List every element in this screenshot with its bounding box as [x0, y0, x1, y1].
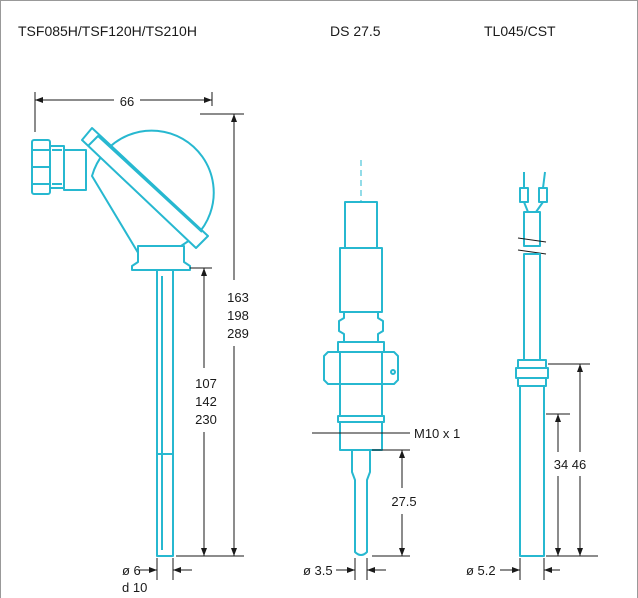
left-stem-length-1: 107	[195, 376, 217, 391]
right-sensor-lower-body	[519, 385, 545, 557]
left-total-length-1: 163	[227, 290, 249, 305]
middle-sensor-upper-body	[339, 247, 383, 313]
header-right-model: TL045/CST	[484, 23, 556, 39]
middle-sensor-thread	[339, 383, 383, 417]
left-sensor-stem	[156, 269, 174, 557]
left-stem-length-3: 230	[195, 412, 217, 427]
middle-sensor-drawing	[312, 160, 410, 580]
right-diameter-label: ø 5.2	[466, 563, 496, 578]
left-stem-diameter: ø 6	[122, 563, 141, 578]
right-sensor-drawing	[500, 171, 598, 580]
left-stem-d-label: d 10	[122, 580, 147, 595]
left-sensor-neck	[131, 245, 191, 271]
middle-sensor-tip	[351, 449, 371, 556]
left-sensor-cover-plate	[81, 127, 209, 249]
middle-tip-length-label: 27.5	[391, 494, 416, 509]
middle-thread-label: M10 x 1	[414, 426, 460, 441]
header-middle-model: DS 27.5	[330, 23, 381, 39]
left-stem-length-2: 142	[195, 394, 217, 409]
left-sensor-drawing	[31, 92, 244, 580]
header-left-models: TSF085H/TSF120H/TS210H	[18, 23, 197, 39]
middle-sensor-top-cap	[344, 201, 378, 249]
middle-sensor-hex-nut	[323, 351, 399, 385]
left-width-dim-label: 66	[120, 94, 134, 109]
middle-tip-diameter-label: ø 3.5	[303, 563, 333, 578]
left-total-length-3: 289	[227, 326, 249, 341]
right-sensor-stem	[523, 253, 541, 361]
right-lengths-label: 34 46	[554, 457, 587, 472]
middle-sensor-collar	[338, 311, 384, 343]
left-total-length-2: 198	[227, 308, 249, 323]
right-sensor-wire-right	[542, 171, 546, 189]
right-sensor-collar	[517, 359, 547, 369]
right-sensor-upper-segment	[523, 211, 541, 247]
